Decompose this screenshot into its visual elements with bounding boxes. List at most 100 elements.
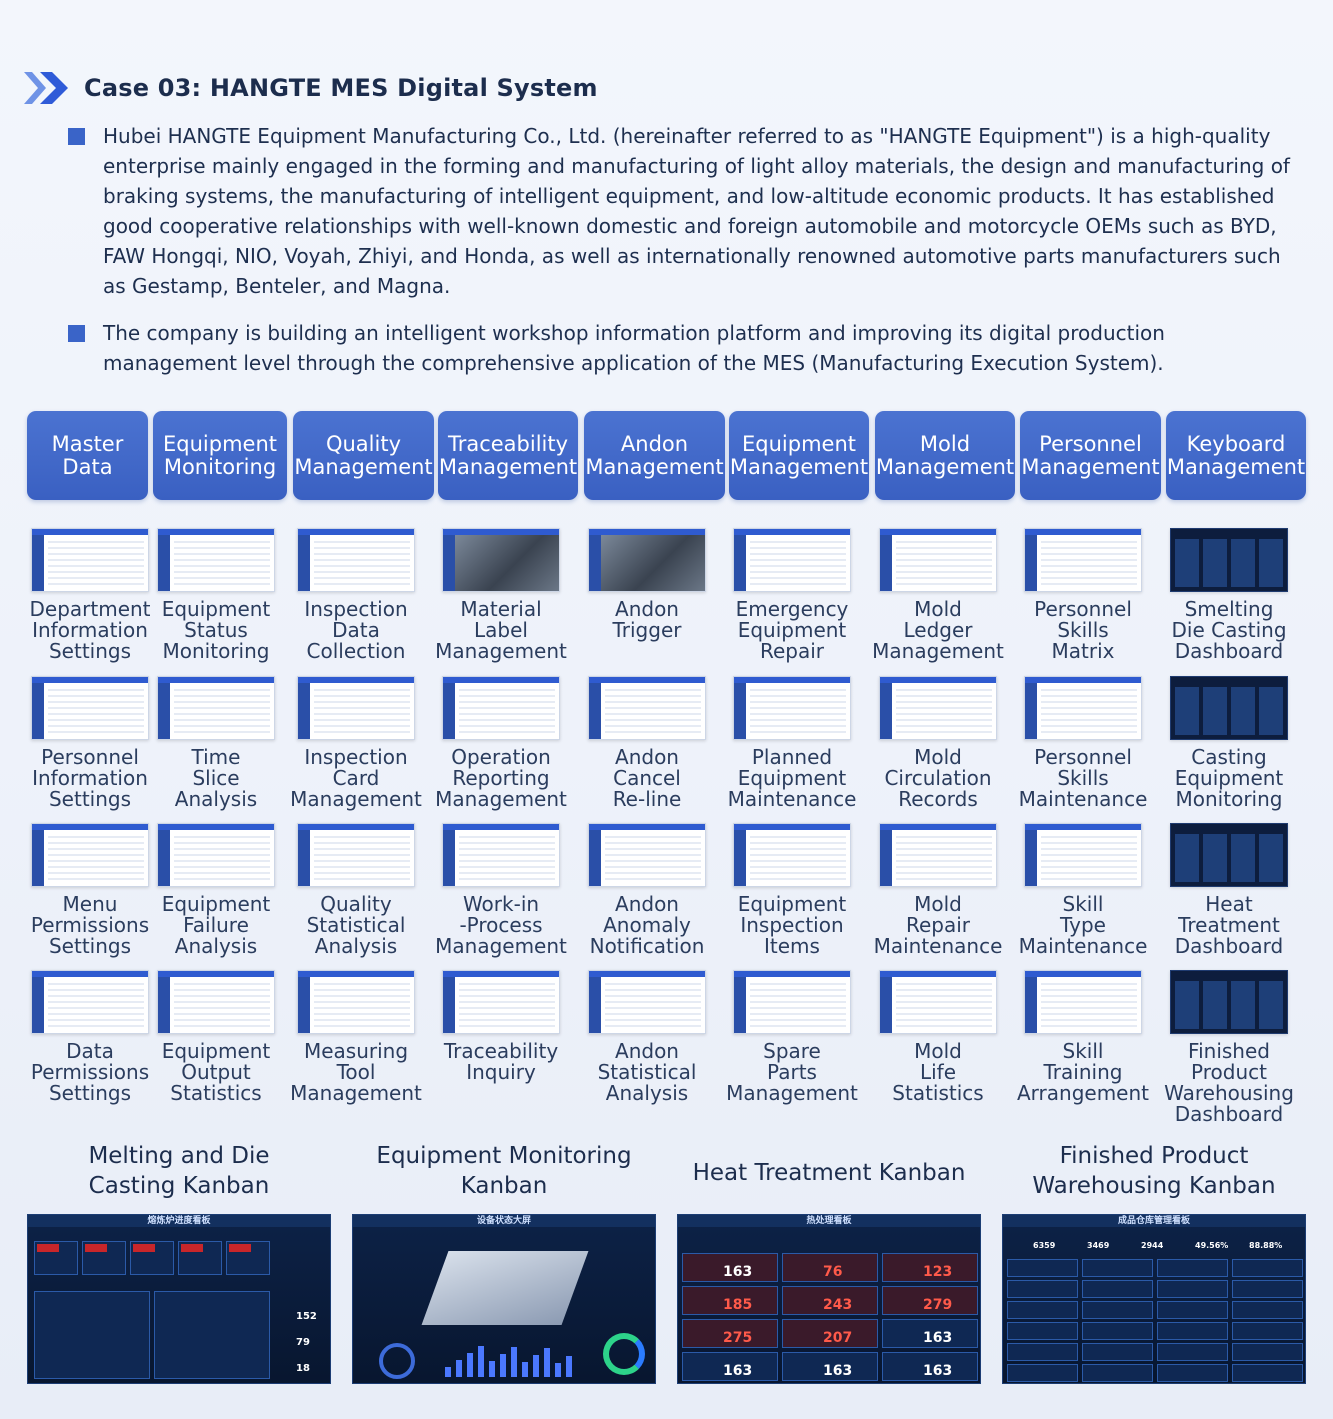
kanban-title-line: Heat Treatment Kanban	[692, 1160, 966, 1186]
summary-value: 2944	[1141, 1241, 1164, 1250]
furnace-card: 207	[782, 1319, 878, 1348]
category-label: Traceability	[447, 431, 569, 456]
module-label-line: Mold	[914, 745, 962, 769]
furnace-panel	[82, 1241, 126, 1275]
furnace-card: 243	[782, 1286, 878, 1315]
kanban-screen-title: 成品仓库管理看板	[1117, 1216, 1191, 1226]
module-label-line: Mold	[914, 892, 962, 916]
category-label: Management	[875, 454, 1015, 479]
module-label-line: Monitoring	[162, 639, 270, 663]
furnace-card: 123	[882, 1253, 978, 1282]
temperature-value: 163	[923, 1330, 953, 1346]
module-label-line: Circulation	[884, 766, 992, 790]
module-screenshot	[1170, 970, 1288, 1034]
category-label: Management	[438, 454, 578, 479]
module-label-line: Emergency	[735, 597, 849, 621]
kpi-value: 18	[296, 1363, 310, 1374]
kanban-header: 成品仓库管理看板	[1003, 1215, 1305, 1227]
module-label-line: Records	[898, 787, 978, 811]
warehouse-slot	[1082, 1259, 1153, 1277]
module-label-line: Life	[919, 1060, 957, 1084]
furnace-table	[154, 1291, 270, 1379]
module-label-line: Analysis	[314, 934, 398, 958]
module-label-line: Statistics	[892, 1081, 984, 1105]
module-label-line: Settings	[48, 934, 132, 958]
module-screenshot	[733, 528, 851, 592]
module-label-line: Work-in	[462, 892, 540, 916]
module-label-line: Collection	[306, 639, 406, 663]
warehouse-slot	[1082, 1364, 1153, 1382]
module-screenshot	[1170, 823, 1288, 887]
category-label: Monitoring	[163, 454, 277, 479]
module-label-line: Management	[290, 1081, 422, 1105]
kanban-screen-title: 热处理看板	[806, 1216, 852, 1226]
module-screenshot	[297, 676, 415, 740]
module-label-line: Dashboard	[1174, 934, 1284, 958]
module-label-line: Mold	[914, 597, 962, 621]
module-label-line: Management	[872, 639, 1004, 663]
warehouse-slot	[1007, 1259, 1078, 1277]
category-label: Equipment	[163, 431, 277, 456]
warehouse-slot	[1232, 1322, 1303, 1340]
kanban-screenshot: 设备状态大屏	[352, 1214, 656, 1384]
kanban-title-line: Melting and Die	[88, 1143, 270, 1169]
module-screenshot	[31, 528, 149, 592]
module-label-line: Statistical	[597, 1060, 697, 1084]
module-label-line: Spare	[763, 1039, 821, 1063]
module-screenshot	[1024, 970, 1142, 1034]
category-label: Management	[294, 454, 433, 479]
furnace-card: 76	[782, 1253, 878, 1282]
